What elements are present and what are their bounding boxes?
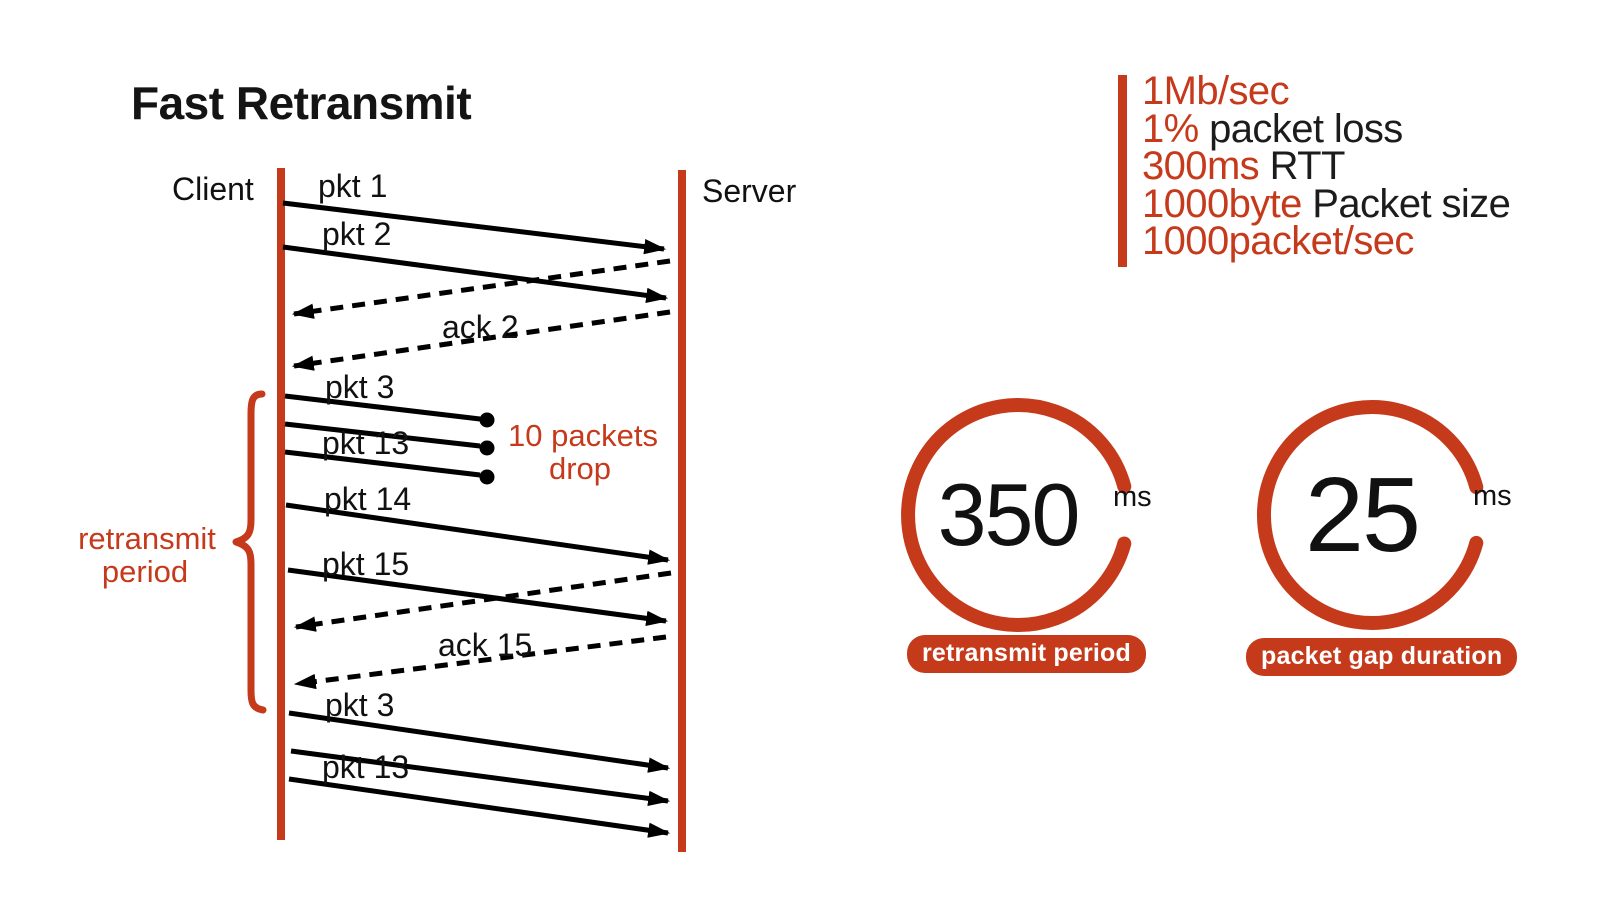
spec-row-packet-loss: 1% packet loss <box>1142 106 1403 151</box>
pkt13-label: pkt 13 <box>322 425 409 461</box>
pkt3-retransmit-label: pkt 3 <box>325 687 394 723</box>
gauge-badge-packet-gap-duration: packet gap duration <box>1246 638 1518 676</box>
gauge-unit-1: ms <box>1113 481 1152 513</box>
ack2-dashed-arrow <box>291 309 671 371</box>
server-label: Server <box>702 173 797 209</box>
page-title: Fast Retransmit <box>131 77 472 129</box>
gauge-arc-1 <box>901 398 1132 632</box>
gauge-value-1: 350 <box>937 465 1081 564</box>
pkt14-arrow <box>285 502 671 565</box>
dropped-line-3 <box>284 449 481 478</box>
spec-row-packet-size: 1000byte Packet size <box>1142 181 1511 226</box>
ack1-dashed-arrow <box>291 258 671 319</box>
spec-row-rtt: 300ms RTT <box>1142 144 1345 188</box>
gauge-value-2: 25 <box>1305 456 1421 574</box>
gauge-unit-2: ms <box>1473 480 1512 512</box>
gauge-retransmit-period: 350 ms retransmit period <box>888 385 1152 673</box>
ack14-dashed-arrow <box>293 570 672 632</box>
drop-note-line1: 10 packets <box>508 418 658 453</box>
pkt15-label: pkt 15 <box>322 546 409 582</box>
pkt13-retransmit-arrow <box>290 748 671 807</box>
specs-accent-bar <box>1118 75 1127 267</box>
gauge-badge-retransmit-period: retransmit period <box>907 635 1147 673</box>
ack2-label: ack 2 <box>442 309 518 345</box>
gauge-arc-2 <box>1256 400 1484 630</box>
pkt3-dropped-line <box>284 393 481 422</box>
pkt15-arrow <box>287 567 669 626</box>
client-label: Client <box>172 171 254 207</box>
spec-row-packet-rate: 1000packet/sec <box>1142 219 1414 263</box>
drop-dot-1 <box>479 412 495 428</box>
gauge-packet-gap-duration: 25 ms packet gap duration <box>1242 385 1518 676</box>
drop-dot-3 <box>479 469 495 485</box>
brace-label-line2: period <box>102 554 188 589</box>
brace-label-line1: retransmit <box>78 521 216 556</box>
pkt2-arrow <box>282 244 669 304</box>
drop-note-line2: drop <box>549 451 611 486</box>
pkt2-label: pkt 2 <box>322 216 391 252</box>
ack15-label: ack 15 <box>438 627 532 663</box>
specs-list: 1Mb/sec 1% packet loss 300ms RTT 1000byt… <box>1142 69 1511 263</box>
pkt3-label: pkt 3 <box>325 369 394 405</box>
pkt1-label: pkt 1 <box>318 168 387 204</box>
drop-dot-2 <box>479 440 495 456</box>
pkt3-retransmit-arrow <box>288 710 671 773</box>
sequence-diagram: Client Server pkt 1 pkt 2 ack 2 pkt 3 pk… <box>78 168 797 852</box>
pkt14-label: pkt 14 <box>324 481 411 517</box>
spec-row-bandwidth: 1Mb/sec <box>1142 69 1290 113</box>
ack15-dashed-arrow <box>293 634 667 690</box>
retransmit-period-brace <box>232 390 267 714</box>
gauge-ring-1 <box>901 398 1132 632</box>
gauge-ring-2 <box>1256 400 1484 630</box>
pkt13-dropped-line <box>284 421 481 449</box>
pkt13-retransmit-label: pkt 13 <box>322 749 409 785</box>
next-packet-arrow <box>288 776 671 838</box>
pkt1-arrow <box>282 200 667 255</box>
